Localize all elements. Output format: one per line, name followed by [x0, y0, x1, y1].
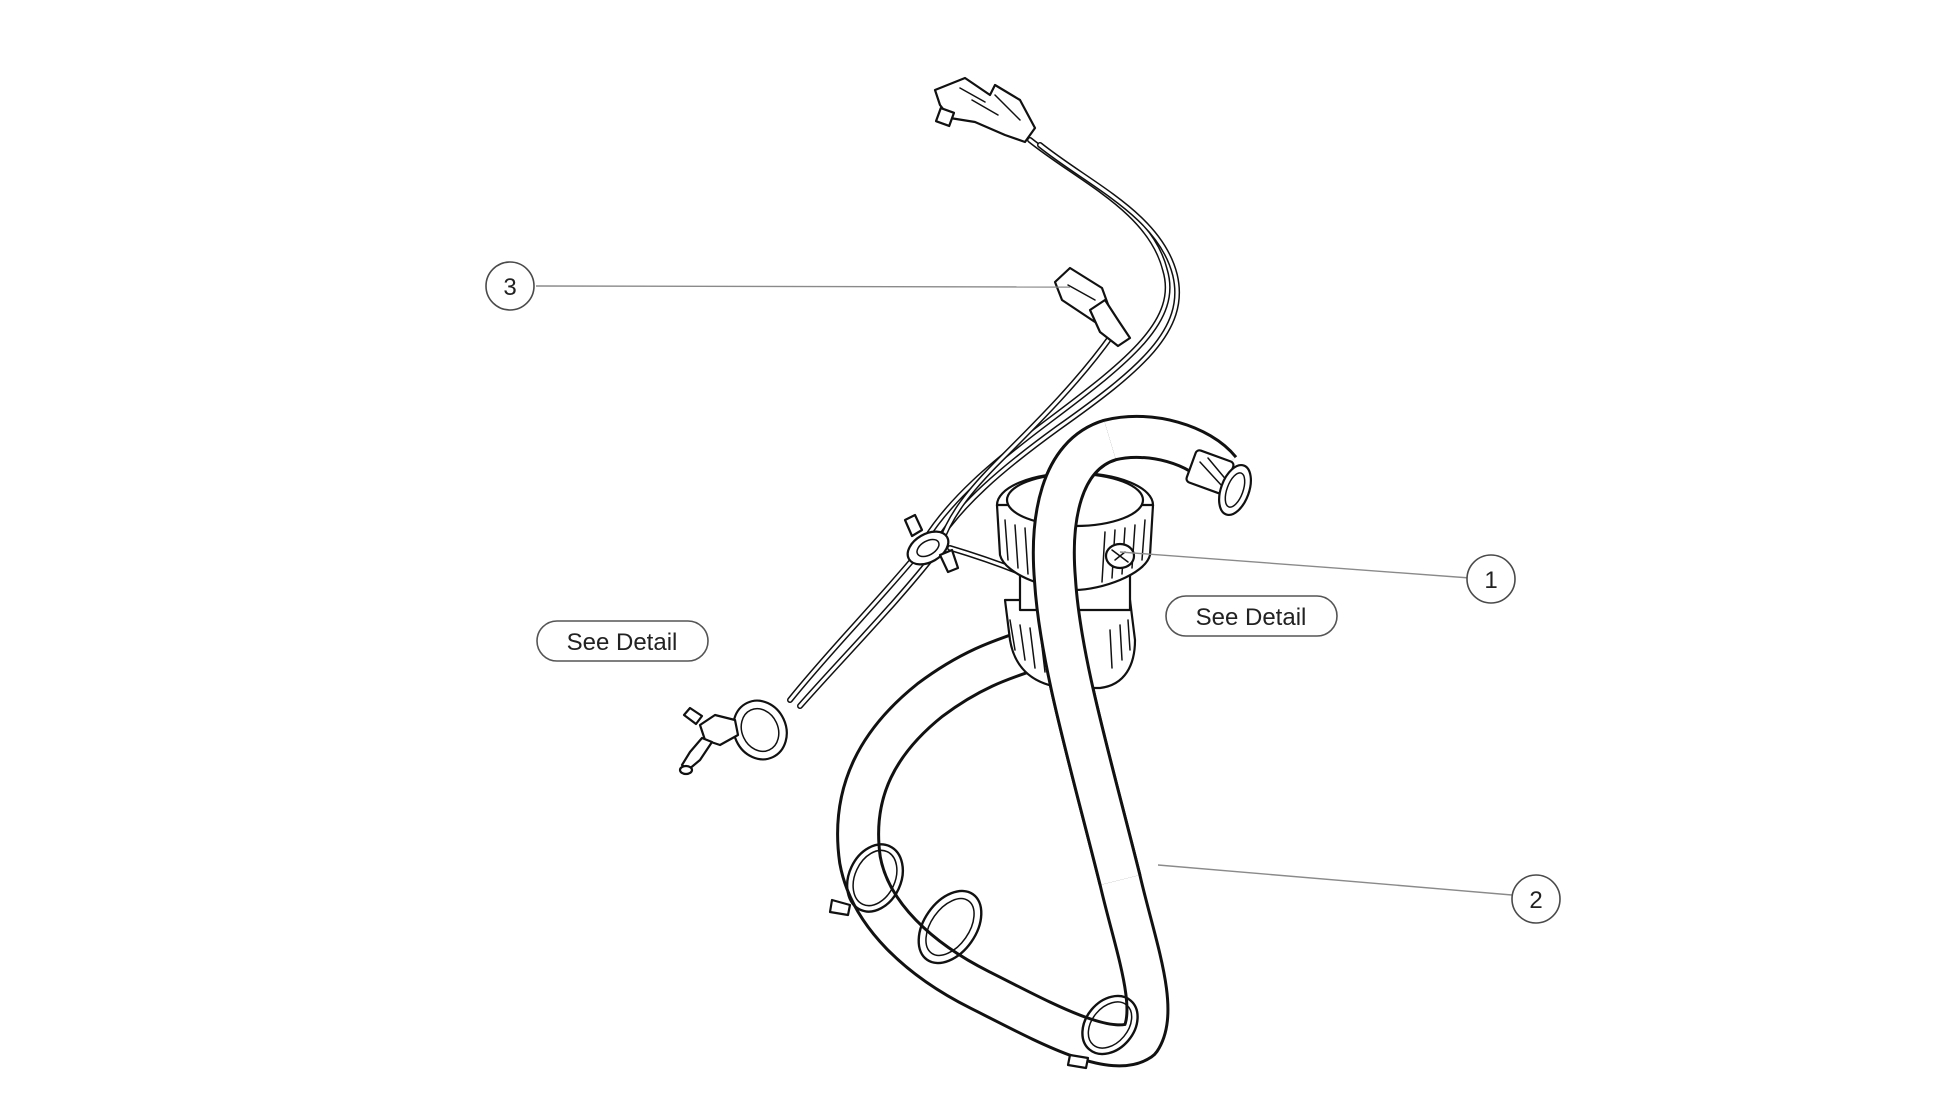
callout-1-label: 1 — [1484, 567, 1497, 594]
callout-2-label: 2 — [1529, 887, 1542, 914]
wire-harness — [787, 137, 1181, 709]
leader-line-2 — [1157, 864, 1513, 896]
hose-clamp — [828, 843, 905, 917]
callout-3-label: 3 — [503, 274, 516, 301]
leader-line-1 — [1119, 551, 1471, 579]
hose-clamp — [1066, 994, 1139, 1070]
hose-clamps — [828, 843, 1139, 1070]
hose-front-segment — [1031, 418, 1142, 886]
see-detail-label-left: See Detail — [567, 629, 678, 656]
hose-clamp — [917, 889, 983, 965]
see-detail-label-right: See Detail — [1196, 604, 1307, 631]
hose-fitting — [1185, 449, 1252, 516]
callout-1: 1 — [1466, 554, 1516, 604]
callout-2: 2 — [1511, 874, 1561, 924]
connector-3 — [1053, 266, 1132, 348]
top-connector — [933, 76, 1037, 144]
see-detail-tag-left[interactable]: See Detail — [536, 620, 709, 662]
callout-3: 3 — [485, 261, 535, 311]
wire-clip — [903, 513, 960, 574]
sensor — [678, 699, 788, 776]
leader-line-3 — [535, 285, 1071, 288]
see-detail-tag-right[interactable]: See Detail — [1165, 595, 1338, 637]
